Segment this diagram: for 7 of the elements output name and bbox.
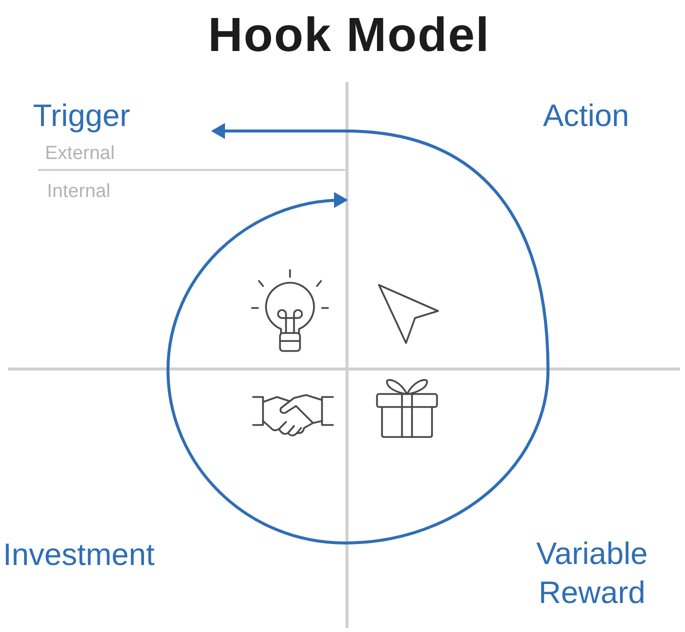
stage-label: Investment	[3, 537, 155, 573]
title: Hook Model	[208, 8, 490, 64]
stage-label: Action	[543, 98, 630, 134]
stage-label: Trigger	[33, 98, 130, 134]
trigger-type-label: External	[45, 143, 115, 165]
trigger-type-label: Internal	[47, 181, 110, 203]
stage-label: Variable Reward	[535, 535, 649, 612]
